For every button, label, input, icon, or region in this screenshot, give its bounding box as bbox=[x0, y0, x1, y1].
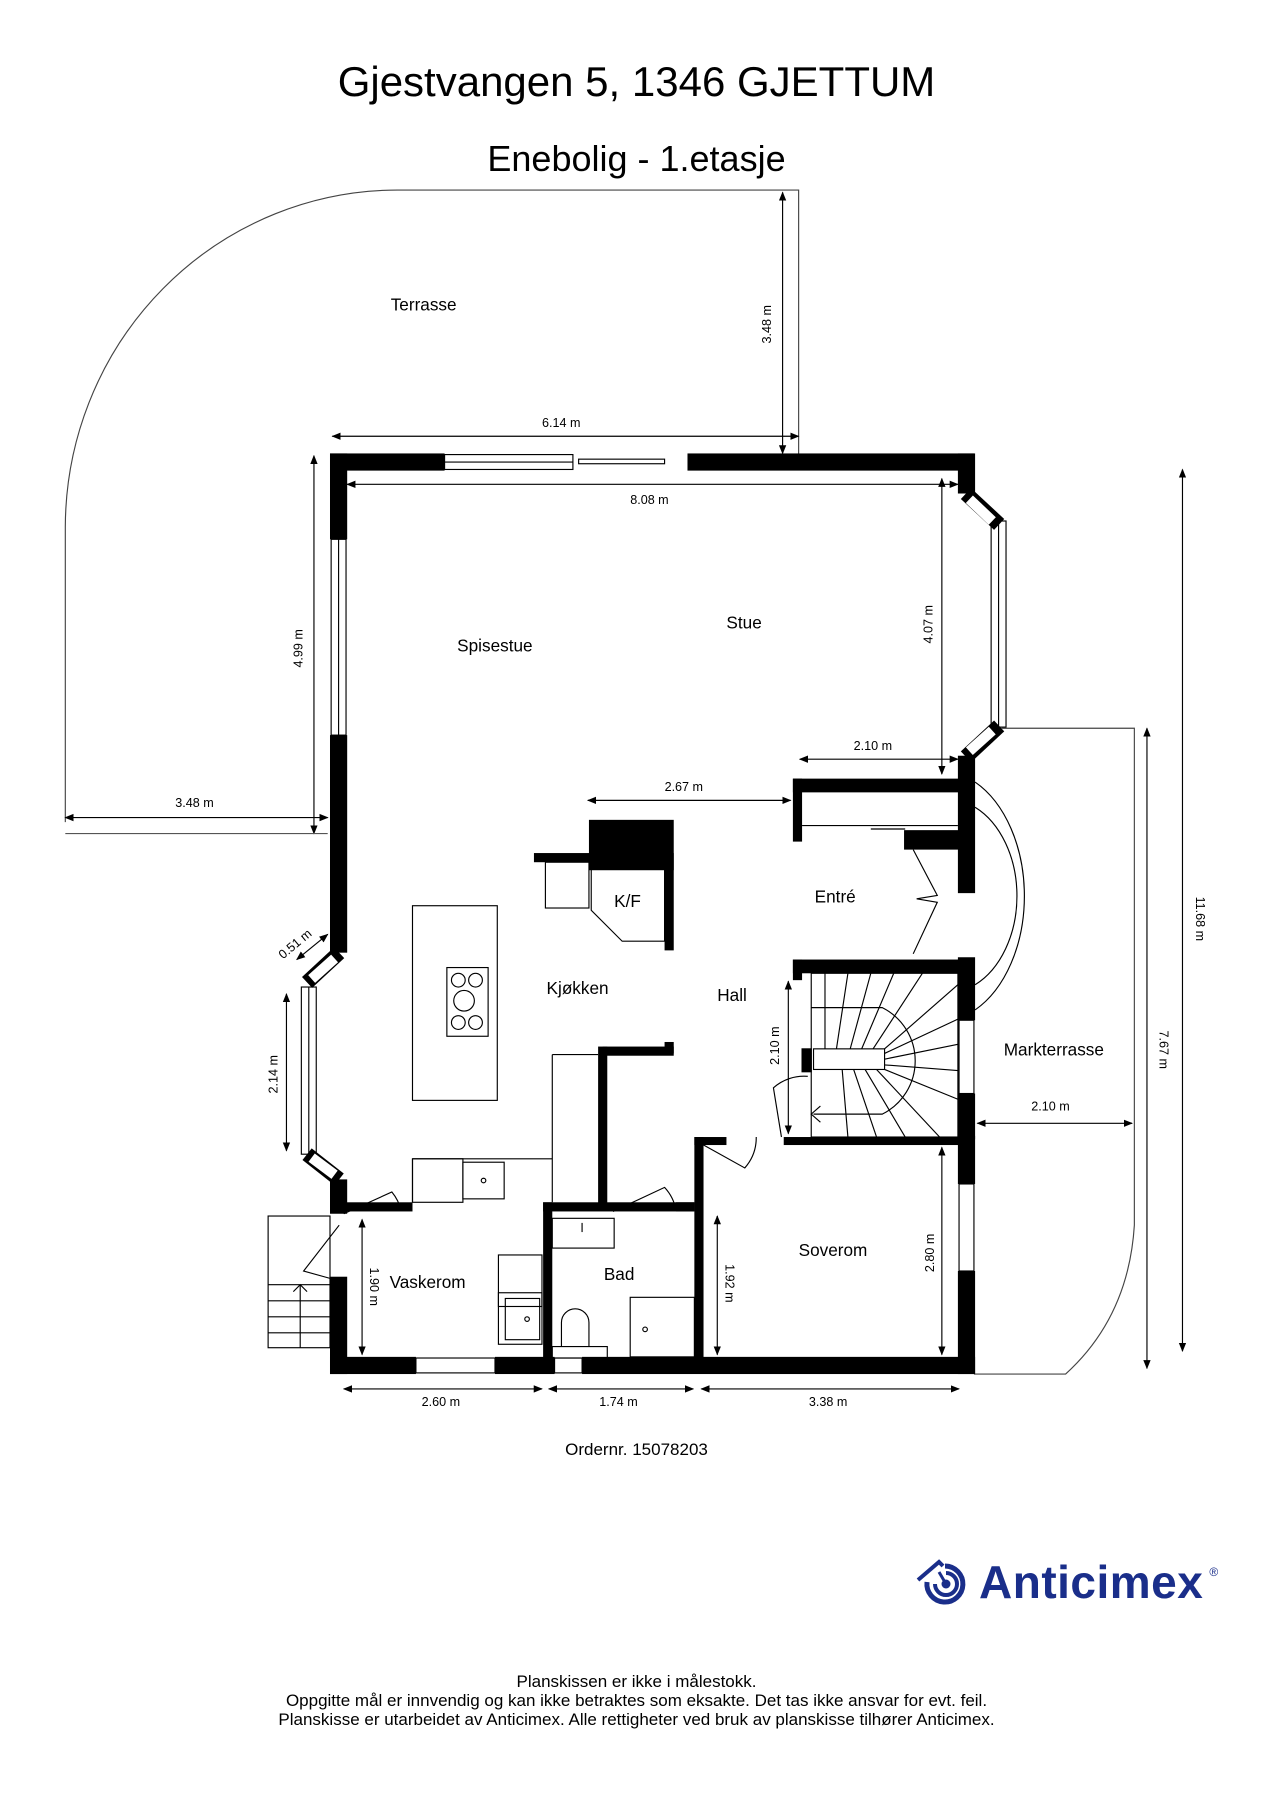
dim-stue-width: 8.08 m bbox=[630, 493, 668, 507]
registered-mark: ® bbox=[1209, 1565, 1219, 1579]
windows bbox=[300, 454, 1007, 1374]
markterrasse-outline bbox=[973, 727, 1135, 1375]
dim-total-depth: 11.68 m bbox=[1193, 897, 1207, 942]
room-label-stue: Stue bbox=[726, 613, 761, 633]
room-label-hall: Hall bbox=[717, 985, 747, 1005]
anticimex-house-icon bbox=[916, 1559, 966, 1605]
room-label-vaskerom: Vaskerom bbox=[390, 1272, 466, 1292]
room-label-kf: K/F bbox=[614, 891, 641, 911]
room-label-markterrasse: Markterrasse bbox=[1004, 1040, 1104, 1060]
room-label-kjokken: Kjøkken bbox=[547, 978, 609, 998]
dim-stair-depth: 2.10 m bbox=[768, 1026, 782, 1064]
dimension-lines bbox=[64, 191, 1187, 1393]
anticimex-logo: Anticimex ® bbox=[915, 1555, 1218, 1609]
dim-bay-depth: 4.07 m bbox=[922, 605, 936, 643]
dim-markterrasse-depth: 7.67 m bbox=[1157, 1031, 1171, 1069]
room-label-entre: Entré bbox=[815, 886, 856, 906]
room-labels: Terrasse Spisestue Stue K/F Entré Kjøkke… bbox=[390, 294, 1104, 1292]
disclaimer-line-2: Oppgitte mål er innvendig og kan ikke be… bbox=[285, 1691, 988, 1710]
dim-markterrasse-width: 2.10 m bbox=[1031, 1100, 1069, 1114]
dim-entre-width: 2.10 m bbox=[854, 739, 892, 753]
disclaimer-line-1: Planskissen er ikke i målestokk. bbox=[516, 1672, 757, 1691]
dim-soverom-depth: 2.80 m bbox=[923, 1234, 937, 1272]
dim-vaskerom-width: 2.60 m bbox=[422, 1395, 460, 1409]
dim-terrasse-width: 6.14 m bbox=[542, 416, 580, 430]
staircase bbox=[801, 972, 959, 1138]
order-number: Ordernr. 15078203 bbox=[565, 1440, 708, 1459]
dim-spisestue-depth: 4.99 m bbox=[291, 629, 305, 667]
dim-kitchen-window: 2.14 m bbox=[266, 1055, 280, 1093]
room-label-soverom: Soverom bbox=[799, 1240, 868, 1260]
dim-bad-depth: 1.92 m bbox=[722, 1264, 736, 1302]
page-title: Gjestvangen 5, 1346 GJETTUM bbox=[337, 58, 936, 105]
bath-fixtures bbox=[497, 1217, 695, 1359]
dim-bad-width: 1.74 m bbox=[599, 1395, 637, 1409]
dim-soverom-width: 3.38 m bbox=[809, 1395, 847, 1409]
dim-bay-diag: 0.51 m bbox=[276, 926, 314, 961]
brand-name: Anticimex bbox=[979, 1556, 1204, 1608]
room-label-bad: Bad bbox=[604, 1264, 635, 1284]
exterior-walls bbox=[329, 453, 976, 1375]
dim-terrasse-depth: 3.48 m bbox=[760, 305, 774, 343]
kitchen-fixtures bbox=[411, 861, 666, 1203]
room-label-terrasse: Terrasse bbox=[391, 294, 457, 314]
disclaimer-line-3: Planskisse er utarbeidet av Anticimex. A… bbox=[278, 1710, 995, 1729]
disclaimer: Planskissen er ikke i målestokk. Oppgitt… bbox=[0, 1672, 1273, 1729]
dim-terrasse-side: 3.48 m bbox=[175, 796, 213, 810]
dim-vaskerom-depth: 1.90 m bbox=[367, 1268, 381, 1306]
terrasse-outline bbox=[64, 189, 800, 823]
dimension-labels: 3.48 m 6.14 m 8.08 m 4.99 m 3.48 m 4.07 … bbox=[175, 305, 1207, 1409]
floor-subtitle: Enebolig - 1.etasje bbox=[487, 138, 786, 179]
dim-hall-width: 2.67 m bbox=[665, 780, 703, 794]
outside-stair bbox=[267, 1215, 331, 1349]
room-label-spisestue: Spisestue bbox=[457, 636, 532, 656]
closet bbox=[802, 824, 958, 830]
